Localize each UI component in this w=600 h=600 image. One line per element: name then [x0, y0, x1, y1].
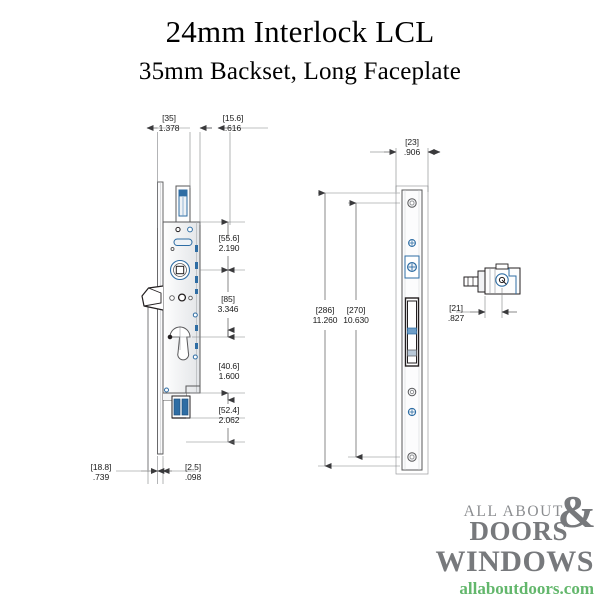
lock-case-body: [162, 221, 201, 401]
latch-bolt: [141, 285, 164, 311]
dimension-label-2-5: [2.5] .098: [184, 462, 202, 482]
euro-cylinder-hole: [169, 326, 191, 361]
logo-ampersand: &: [557, 485, 596, 537]
dimension-label-270: [270] 10.630: [343, 305, 369, 325]
case-slot: [173, 238, 193, 246]
faceplate-strip: [157, 181, 164, 455]
dimension-label-18-8: [18.8] .739: [90, 462, 112, 482]
latch-aperture: [404, 297, 420, 367]
roller-cam-block: [404, 255, 420, 279]
cylinder-detail-view: [456, 263, 521, 318]
dimension-label-23: [23] .906: [403, 137, 421, 157]
cylinder-dim-lines: [456, 288, 517, 318]
left-view-bottom-dims: [116, 456, 196, 484]
deadbolt-head: [175, 185, 191, 223]
case-fixing-holes: [164, 226, 198, 393]
dimension-label-55-6: [55.6] 2.190: [218, 233, 240, 253]
lower-screws: [407, 387, 417, 417]
right-view-dimension-lines: [318, 148, 441, 469]
dimension-label-40-6: [40.6] 1.600: [218, 361, 240, 381]
bottom-keeper: [171, 395, 191, 419]
dimension-label-52-4: [52.4] 2.062: [218, 405, 240, 425]
logo-all-about: ALL ABOUT: [463, 503, 564, 520]
faceplate-screw-holes: [407, 198, 417, 462]
brand-logo[interactable]: ALL ABOUT DOORS & WINDOWS allaboutdoors.…: [398, 488, 596, 598]
dimension-label-35: [35] 1.378: [158, 113, 180, 133]
spindle-hole: [169, 259, 191, 281]
logo-doors: DOORS: [469, 515, 568, 546]
page-title: 24mm Interlock LCL: [165, 14, 435, 49]
dimension-label-286: [286] 11.260: [312, 305, 338, 325]
faceplate-envelope: [395, 185, 429, 475]
left-view-lock-body: [116, 125, 268, 484]
logo-doors-row: DOORS &: [398, 488, 596, 546]
logo-windows: WINDOWS: [435, 544, 594, 578]
page-subtitle: 35mm Backset, Long Faceplate: [138, 58, 462, 85]
dimension-label-21: [21] .827: [447, 303, 465, 323]
dimension-label-85: [85] 3.346: [217, 294, 239, 314]
dimension-label-15-6: [15.6] .616: [222, 113, 244, 133]
logo-website-url[interactable]: allaboutdoors.com: [459, 578, 594, 598]
right-view-faceplate: [318, 148, 441, 475]
left-view-dimension-lines: [146, 125, 268, 228]
title-block: 24mm Interlock LCL 35mm Backset, Long Fa…: [0, 0, 600, 84]
case-edge-ticks: [195, 245, 198, 349]
left-view-vertical-dims: [186, 219, 245, 445]
upper-adjuster-screw: [408, 239, 416, 247]
